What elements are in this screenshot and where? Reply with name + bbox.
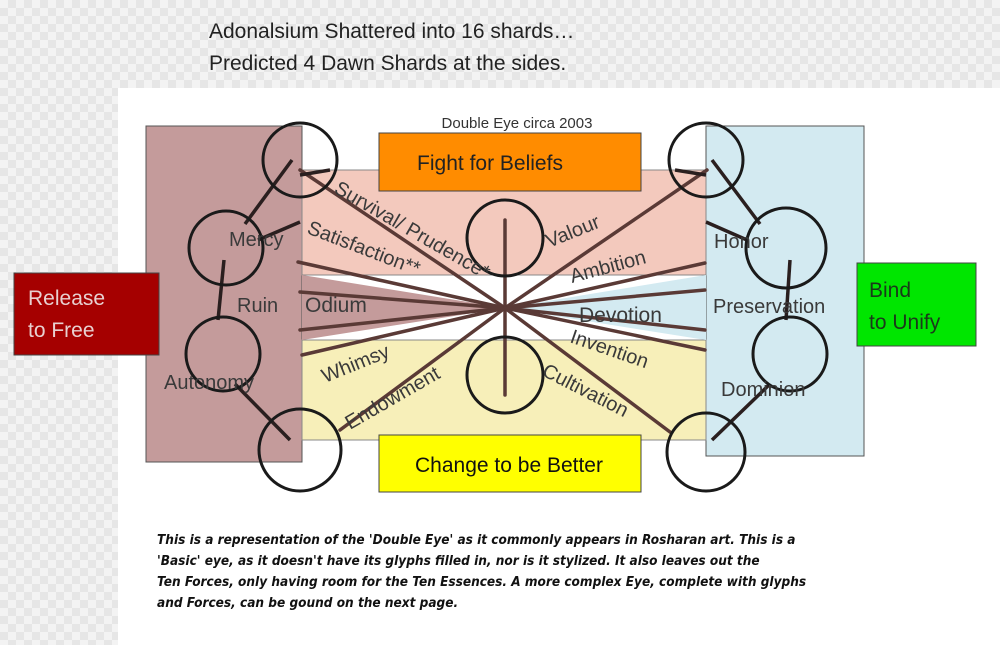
bottom-box	[378, 434, 642, 493]
label-odium: Odium	[305, 294, 367, 317]
label-mercy: Mercy	[229, 229, 283, 251]
right-box-label-1: Bind	[869, 279, 911, 302]
header: Adonalsium Shattered into 16 shards… Pre…	[0, 0, 1000, 90]
spokes	[296, 168, 709, 434]
circles	[184, 121, 829, 493]
left-box-label-2: to Free	[28, 319, 95, 342]
right-panel	[705, 125, 865, 457]
circle-mercy	[187, 209, 265, 287]
top-box-label: Fight for Beliefs	[417, 152, 563, 175]
circle-honor	[744, 206, 828, 290]
circle-bottom-center	[465, 335, 545, 415]
right-box	[856, 262, 977, 347]
label-dominion: Dominion	[721, 379, 805, 401]
diagram-title: Double Eye circa 2003	[442, 115, 593, 132]
caption-line-1: This is a representation of the 'Double …	[157, 532, 796, 548]
circle-links	[216, 158, 792, 442]
label-ruin: Ruin	[237, 295, 278, 317]
caption: This is a representation of the 'Double …	[157, 530, 877, 614]
circle-bottom-left	[257, 407, 343, 493]
left-box-label-1: Release	[28, 287, 105, 310]
header-line-1: Adonalsium Shattered into 16 shards…	[209, 20, 575, 43]
label-honor: Honor	[714, 231, 769, 253]
right-box-label-2: to Unify	[869, 311, 941, 334]
circle-top-left	[261, 121, 339, 199]
top-box	[378, 132, 642, 192]
caption-line-4: and Forces, can be gound on the next pag…	[157, 595, 459, 611]
bottom-box-label: Change to be Better	[415, 454, 603, 477]
circle-autonomy	[184, 315, 262, 393]
left-box	[13, 272, 160, 356]
caption-line-2: 'Basic' eye, as it doesn't have its glyp…	[157, 553, 760, 569]
label-preservation: Preservation	[713, 296, 825, 318]
label-devotion: Devotion	[579, 304, 662, 327]
caption-line-3: Ten Forces, only having room for the Ten…	[157, 574, 807, 590]
circle-top-right	[667, 121, 745, 199]
circle-dominion	[751, 315, 829, 393]
label-autonomy: Autonomy	[164, 372, 254, 394]
circle-top-center	[465, 198, 545, 278]
circle-bottom-right	[665, 411, 747, 493]
header-line-2: Predicted 4 Dawn Shards at the sides.	[209, 52, 567, 75]
